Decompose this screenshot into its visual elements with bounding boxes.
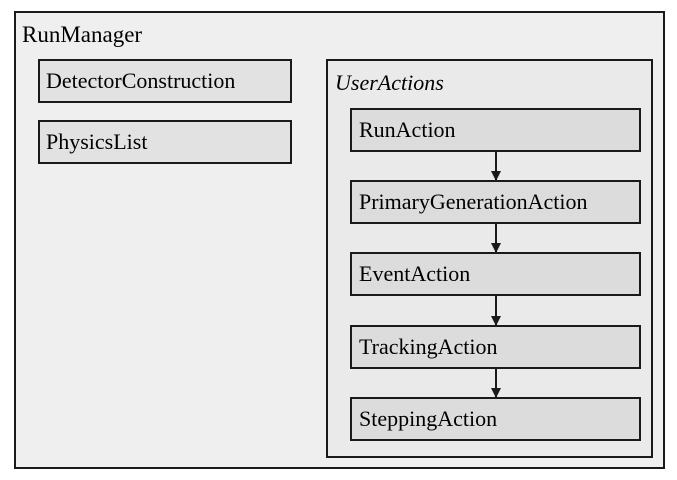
detector-construction-box: DetectorConstruction [38,59,292,103]
user-actions-title: UserActions [335,70,444,95]
run-manager-title: RunManager [22,22,143,47]
stepping-action-box: SteppingAction [350,397,641,441]
primary-generation-action-box: PrimaryGenerationAction [350,180,641,224]
tracking-action-box: TrackingAction [350,325,641,369]
run-action-box: RunAction [350,108,641,152]
event-action-box: EventAction [350,252,641,296]
physics-list-box: PhysicsList [38,120,292,164]
